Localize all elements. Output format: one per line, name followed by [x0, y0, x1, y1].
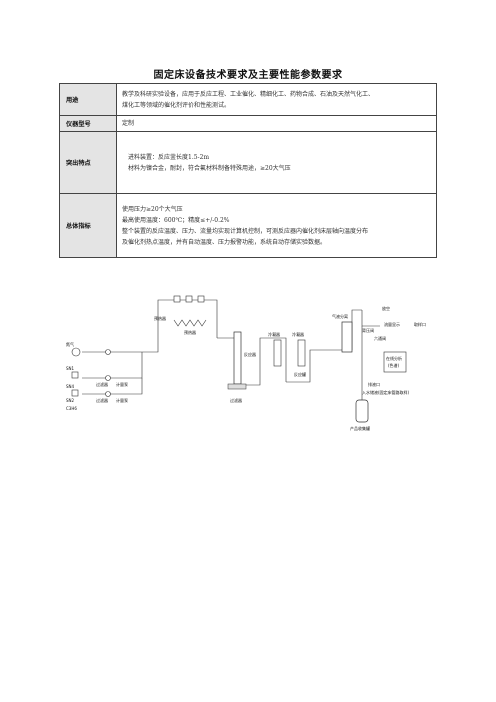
- label-reaction-tank: 反应罐: [294, 371, 306, 377]
- label-n1: SN1: [66, 366, 75, 371]
- features-line-2: 材料为镍合金，耐封，符合氟材料制备特殊用途，≥20大气压: [128, 164, 291, 172]
- gauge-2: [105, 375, 111, 381]
- label-filter2: 过滤器: [96, 397, 108, 403]
- value-specs: 使用压力≥20个大气压 最高使用温度：600℃；精度≤+/-0.2% 整个装置的…: [116, 193, 437, 258]
- gas-source-3: [71, 389, 79, 397]
- specs-line-4: 及催化剂热点温度，并有自动温度、压力报警功能，系统自动存储实验数据。: [122, 238, 327, 246]
- temp-box-2: [185, 295, 193, 303]
- label-gas3: C3H6: [66, 406, 77, 411]
- label-sample-note: 入水储液(固定床管路取样): [362, 389, 410, 395]
- label-gas2: SN4: [66, 384, 75, 389]
- label-flow-display: 流量显示: [384, 321, 400, 327]
- label-filter3: 过滤器: [230, 397, 242, 403]
- gas-source-2: [71, 371, 79, 379]
- page-title: 固定床设备技术要求及主要性能参数要求: [153, 70, 343, 81]
- condenser-2: [297, 339, 306, 367]
- features-line-1: 进料装置：反应釜长度1.5-2m: [128, 153, 210, 161]
- gas-source-1: [71, 347, 81, 357]
- row-usage: 用途 教学及科研实验设备，应用于反应工程、工业催化、精细化工、药物合成、石油及天…: [59, 83, 437, 116]
- label-gas-liquid: 气液分离: [332, 313, 348, 319]
- temp-box-1: [173, 295, 181, 303]
- row-features: 突出特点 进料装置：反应釜长度1.5-2m 材料为镍合金，耐封，符合氟材料制备特…: [59, 131, 437, 194]
- gauge-3: [105, 391, 111, 397]
- label-preheater-small: 预热器: [154, 315, 166, 321]
- label-backpressure: 背压阀: [362, 327, 374, 333]
- gas-line-3: [82, 378, 143, 395]
- label-meter1: 计量泵: [116, 381, 128, 387]
- temp-box-3: [197, 295, 205, 303]
- gauge-1: [105, 349, 111, 355]
- label-n2: SN2: [66, 398, 75, 403]
- process-flow-diagram: 氮气 SN1 SN4 SN2 C3H6 过滤器 计量泵 过滤器 计量泵 预热器 …: [66, 295, 426, 431]
- label-model: 仪器型号: [59, 115, 117, 132]
- separator: [341, 321, 353, 353]
- label-vent: 放空: [382, 305, 390, 311]
- value-features: 进料装置：反应釜长度1.5-2m 材料为镍合金，耐封，符合氟材料制备特殊用途，≥…: [116, 131, 437, 194]
- reactor-tube: [233, 331, 242, 385]
- usage-line-1: 教学及科研实验设备，应用于反应工程、工业催化、精细化工、药物合成、石油及天然气化…: [122, 90, 375, 98]
- row-model: 仪器型号 定制: [59, 115, 437, 132]
- label-filter1: 过滤器: [96, 381, 108, 387]
- row-specs: 总体指标 使用压力≥20个大气压 最高使用温度：600℃；精度≤+/-0.2% …: [59, 193, 437, 258]
- gas-line-2: [82, 352, 143, 379]
- value-model: 定制: [116, 115, 437, 132]
- specs-line-2: 最高使用温度：600℃；精度≤+/-0.2%: [122, 216, 230, 224]
- usage-line-2: 煤化工等领域的催化剂评价和性能测试。: [122, 101, 231, 109]
- reactor-out: [237, 337, 287, 386]
- label-condenser1: 冷凝器: [268, 331, 280, 337]
- label-features: 突出特点: [59, 131, 117, 194]
- label-reactor: 反应器: [244, 351, 256, 357]
- specs-line-1: 使用压力≥20个大气压: [122, 205, 183, 213]
- sep-line: [286, 309, 362, 383]
- value-usage: 教学及科研实验设备，应用于反应工程、工业催化、精细化工、药物合成、石油及天然气化…: [116, 83, 437, 116]
- label-condenser2: 冷凝器: [292, 331, 304, 337]
- label-usage: 用途: [59, 83, 117, 116]
- spec-table: 用途 教学及科研实验设备，应用于反应工程、工业催化、精细化工、药物合成、石油及天…: [59, 83, 437, 258]
- label-sixway: 六通阀: [374, 335, 386, 341]
- online-analysis-box: [383, 351, 407, 373]
- label-drain: 排液口: [368, 381, 380, 387]
- label-preheater: 预热器: [184, 329, 196, 335]
- specs-line-3: 整个装置的反应温度、压力、流量均实现计算机控制，可测反应器内催化剂床层轴向温度分…: [122, 227, 369, 235]
- preheater-coil: [173, 319, 207, 327]
- label-specs: 总体指标: [59, 193, 117, 258]
- product-tank: [355, 399, 369, 423]
- label-gas1: 氮气: [66, 341, 74, 347]
- reactor-base: [227, 383, 247, 390]
- gas-line-1: [82, 338, 159, 353]
- label-meter2: 计量泵: [116, 397, 128, 403]
- label-sampling: 取样口: [414, 321, 426, 327]
- vent-line: [361, 310, 380, 327]
- condenser-1: [273, 339, 282, 367]
- label-online: 在线分析: [386, 355, 402, 361]
- label-product-tank: 产品收集罐: [350, 425, 370, 431]
- label-online-sub: (色谱): [388, 362, 400, 368]
